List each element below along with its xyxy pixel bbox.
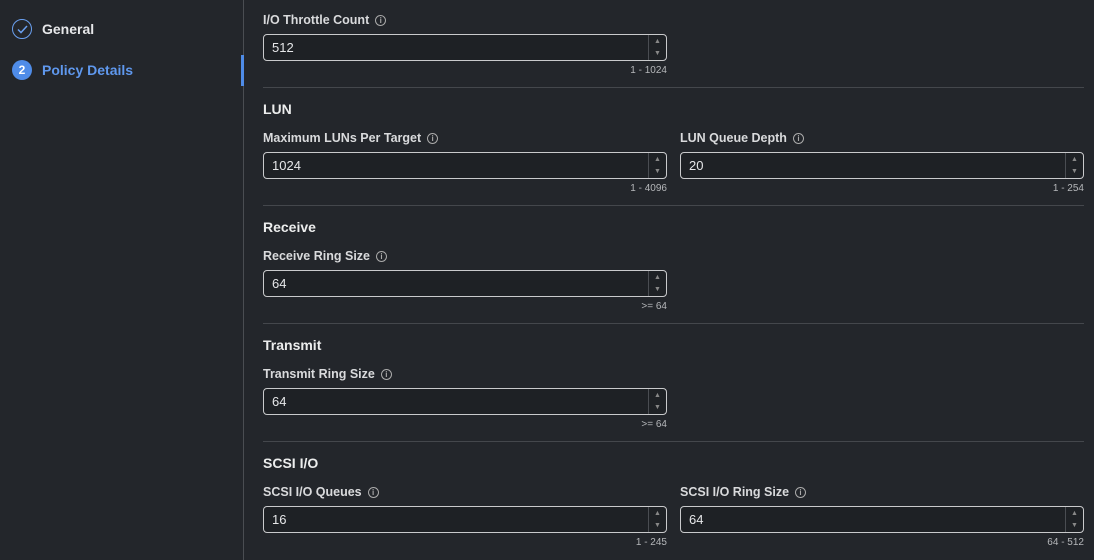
decrement-icon[interactable]: ▼ — [654, 522, 661, 530]
info-icon[interactable]: i — [376, 250, 387, 262]
scsi-io-queues-input[interactable] — [264, 512, 634, 527]
info-icon[interactable]: i — [792, 132, 804, 144]
section-title-receive: Receive — [263, 219, 316, 235]
decrement-icon[interactable]: ▼ — [654, 168, 661, 176]
increment-icon[interactable]: ▲ — [1071, 155, 1078, 163]
scsi-io-ring-size-input[interactable] — [681, 512, 1051, 527]
increment-icon[interactable]: ▲ — [654, 391, 661, 399]
increment-icon[interactable]: ▲ — [654, 155, 661, 163]
step-policy-details[interactable]: 2 Policy Details — [12, 60, 133, 80]
info-icon[interactable]: i — [380, 368, 392, 380]
io-throttle-count-input[interactable] — [264, 40, 634, 55]
step-label: General — [42, 21, 95, 37]
field-label: SCSI I/O Ring Size — [680, 485, 790, 499]
info-icon[interactable]: i — [427, 132, 439, 144]
info-icon[interactable]: i — [795, 486, 807, 498]
range-hint: >= 64 — [641, 301, 667, 312]
divider — [263, 205, 1084, 206]
decrement-icon[interactable]: ▼ — [1071, 168, 1078, 176]
field-label: Receive Ring Size — [263, 249, 370, 263]
stepper: ▲▼ — [1065, 153, 1083, 178]
increment-icon[interactable]: ▲ — [654, 37, 661, 45]
step-general[interactable]: General — [12, 19, 94, 39]
field-label: SCSI I/O Queues — [263, 485, 362, 499]
increment-icon[interactable]: ▲ — [1071, 509, 1078, 517]
decrement-icon[interactable]: ▼ — [654, 286, 661, 294]
decrement-icon[interactable]: ▼ — [654, 404, 661, 412]
decrement-icon[interactable]: ▼ — [1071, 522, 1078, 530]
stepper: ▲▼ — [648, 389, 666, 414]
stepper: ▲▼ — [648, 507, 666, 532]
receive-ring-size-input[interactable] — [264, 276, 634, 291]
range-hint: 1 - 4096 — [630, 183, 667, 194]
section-title-lun: LUN — [263, 101, 292, 117]
stepper: ▲▼ — [648, 153, 666, 178]
step-label: Policy Details — [42, 62, 134, 78]
max-luns-input[interactable] — [264, 158, 634, 173]
divider — [263, 87, 1084, 88]
active-step-indicator — [241, 55, 244, 86]
wizard-sidebar: General 2 Policy Details — [0, 0, 244, 560]
transmit-ring-size-input[interactable] — [264, 394, 634, 409]
field-label: I/O Throttle Count — [263, 13, 370, 27]
increment-icon[interactable]: ▲ — [654, 273, 661, 281]
range-hint: >= 64 — [641, 419, 667, 430]
stepper: ▲▼ — [648, 35, 666, 60]
field-label: Maximum LUNs Per Target — [263, 131, 422, 145]
section-title-scsi-io: SCSI I/O — [263, 455, 319, 471]
field-label: LUN Queue Depth — [680, 131, 787, 145]
range-hint: 1 - 254 — [1052, 183, 1084, 194]
lun-queue-depth-input[interactable] — [681, 158, 1051, 173]
range-hint: 64 - 512 — [1047, 537, 1084, 548]
field-label: Transmit Ring Size — [263, 367, 375, 381]
step-number: 2 — [12, 60, 32, 80]
info-icon[interactable]: i — [375, 14, 387, 26]
divider — [263, 323, 1084, 324]
decrement-icon[interactable]: ▼ — [654, 50, 661, 58]
info-icon[interactable]: i — [367, 486, 379, 498]
section-title-transmit: Transmit — [263, 337, 322, 353]
range-hint: 1 - 1024 — [630, 65, 667, 76]
divider — [263, 441, 1084, 442]
stepper: ▲▼ — [648, 271, 666, 296]
increment-icon[interactable]: ▲ — [654, 509, 661, 517]
stepper: ▲▼ — [1065, 507, 1083, 532]
range-hint: 1 - 245 — [635, 537, 667, 548]
check-icon — [12, 19, 32, 39]
